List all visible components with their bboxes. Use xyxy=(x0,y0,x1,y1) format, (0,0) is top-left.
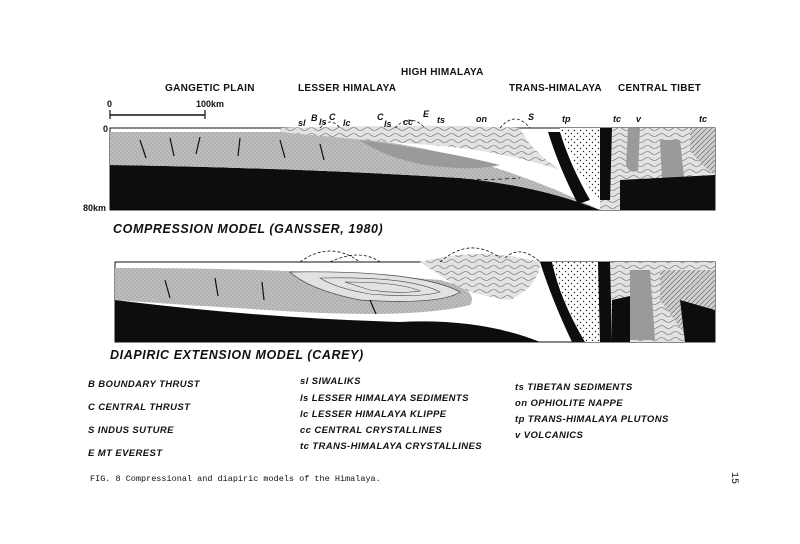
legend-tibetan-sediments: ts TIBETAN SEDIMENTS xyxy=(515,382,633,393)
legend-siwaliks: sl SIWALIKS xyxy=(300,376,361,387)
region-high-himalaya: HIGH HIMALAYA xyxy=(401,67,484,78)
page-number: 15 xyxy=(728,472,739,485)
depth-bottom-label: 80km xyxy=(83,203,107,213)
tag-ls-2: ls xyxy=(384,119,392,129)
tag-tp: tp xyxy=(562,114,571,124)
scale-distance-label: 100km xyxy=(196,99,225,109)
legend-trans-himalaya-plutons: tp TRANS-HIMALAYA PLUTONS xyxy=(515,414,669,425)
tag-tc-2: tc xyxy=(699,114,708,124)
tag-lc: lc xyxy=(343,118,351,128)
tag-ts: ts xyxy=(437,115,446,125)
legend-trans-himalaya-crystallines: tc TRANS-HIMALAYA CRYSTALLINES xyxy=(300,441,482,452)
tag-c: C xyxy=(329,112,336,122)
tag-cc: cc xyxy=(403,117,414,127)
tag-tc: tc xyxy=(613,114,622,124)
legend-lesser-himalaya-klippe: lc LESSER HIMALAYA KLIPPE xyxy=(300,409,447,420)
tag-on: on xyxy=(476,114,487,124)
region-central-tibet: CENTRAL TIBET xyxy=(618,83,702,94)
tag-c-2: C xyxy=(377,112,384,122)
figure-caption: FIG. 8 Compressional and diapiric models… xyxy=(90,474,381,484)
region-gangetic-plain: GANGETIC PLAIN xyxy=(165,83,255,94)
legend-central-thrust: C CENTRAL THRUST xyxy=(88,402,191,413)
tag-e: E xyxy=(423,109,430,119)
legend-mt-everest: E MT EVEREST xyxy=(88,448,163,459)
legend-indus-suture: S INDUS SUTURE xyxy=(88,425,174,436)
region-lesser-himalaya: LESSER HIMALAYA xyxy=(298,83,397,94)
extension-model-title: DIAPIRIC EXTENSION MODEL (CAREY) xyxy=(110,348,364,362)
legend-central-crystallines: cc CENTRAL CRYSTALLINES xyxy=(300,425,443,436)
legend-lesser-himalaya-sediments: ls LESSER HIMALAYA SEDIMENTS xyxy=(300,393,469,404)
region-trans-himalaya: TRANS-HIMALAYA xyxy=(509,83,602,94)
tag-b: B xyxy=(311,113,318,123)
extension-section xyxy=(114,247,716,343)
tag-sl: sl xyxy=(298,118,306,128)
compression-section xyxy=(109,110,716,211)
legend-ophiolite-nappe: on OPHIOLITE NAPPE xyxy=(515,398,624,409)
legend-boundary-thrust: B BOUNDARY THRUST xyxy=(88,379,201,390)
depth-top-label: 0 xyxy=(103,124,109,134)
tag-ls: ls xyxy=(319,117,327,127)
tag-v: v xyxy=(636,114,642,124)
tag-s: S xyxy=(528,112,535,122)
compression-model-title: COMPRESSION MODEL (GANSSER, 1980) xyxy=(113,222,384,236)
scale-zero-label: 0 xyxy=(107,99,113,109)
legend-volcanics: v VOLCANICS xyxy=(515,430,584,441)
